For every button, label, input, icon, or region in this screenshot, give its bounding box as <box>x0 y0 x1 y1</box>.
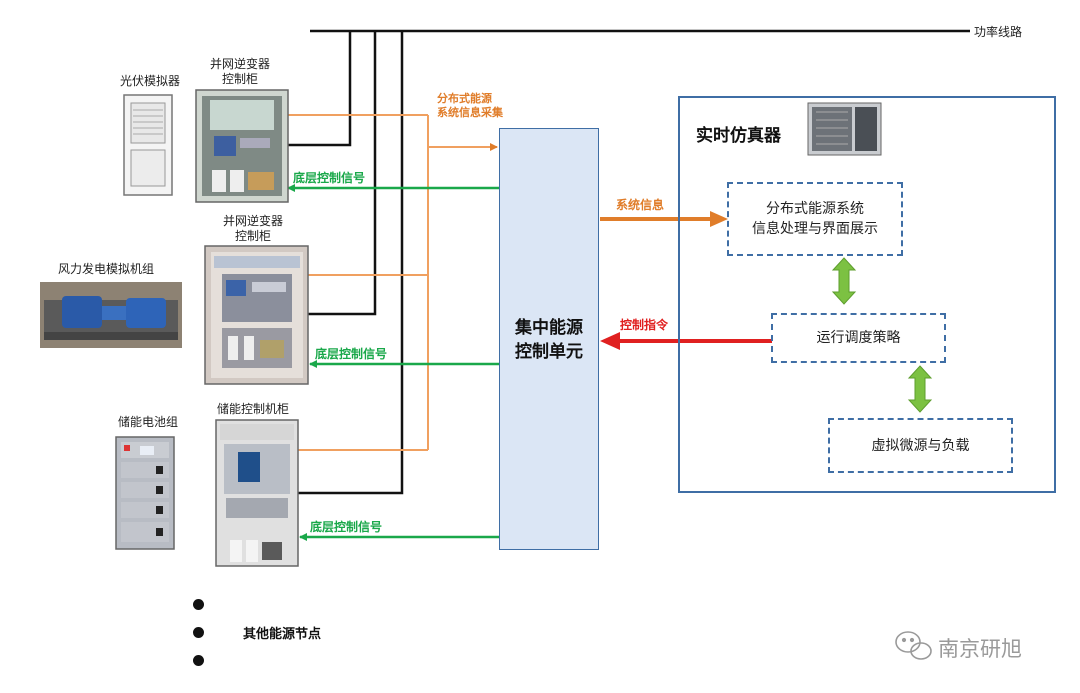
inverter-cabinet-2-label-line1: 并网逆变器 <box>222 214 283 228</box>
simulator-title: 实时仿真器 <box>696 126 781 146</box>
other-nodes-label: 其他能源节点 <box>243 627 322 642</box>
dispatch-strategy-box: 运行调度策略 <box>771 313 946 363</box>
central-unit-label: 集中能源 控制单元 <box>499 316 599 364</box>
bidirectional-arrow-2 <box>907 365 933 413</box>
dispatch-strategy-text: 运行调度策略 <box>816 330 901 346</box>
inverter-cabinet-2-label: 并网逆变器 控制柜 <box>213 214 293 244</box>
power-line-label: 功率线路 <box>974 25 1023 39</box>
simulator-hardware-image <box>807 102 882 156</box>
wechat-icon <box>895 631 932 660</box>
control-command-arrow <box>600 332 772 350</box>
collect-label-line2: 系统信息采集 <box>437 106 503 119</box>
storage-cabinet-label: 储能控制机柜 <box>217 402 290 416</box>
battery-label: 储能电池组 <box>118 415 179 429</box>
info-processing-box: 分布式能源系统 信息处理与界面展示 <box>727 182 903 256</box>
inverter-cabinet-1-label-line2: 控制柜 <box>221 72 258 86</box>
info-processing-line2: 信息处理与界面展示 <box>752 221 878 237</box>
inverter-cabinet-2-label-line2: 控制柜 <box>234 229 271 243</box>
power-drop-1 <box>288 31 352 147</box>
inverter-cabinet-2-image <box>204 245 309 385</box>
power-lines <box>288 29 970 495</box>
wind-unit-label: 风力发电模拟机组 <box>58 262 155 276</box>
central-control-unit <box>499 128 599 550</box>
virtual-source-load-text: 虚拟微源与负载 <box>871 437 970 454</box>
bidirectional-arrow-1 <box>831 257 857 305</box>
bullet-dot-1 <box>193 599 204 610</box>
bullet-dot-2 <box>193 627 204 638</box>
power-drop-2 <box>308 31 377 316</box>
inverter-cabinet-1-label-line1: 并网逆变器 <box>209 57 270 71</box>
collect-label-line1: 分布式能源 <box>437 92 492 105</box>
inverter-cabinet-1-image <box>195 89 289 203</box>
central-unit-label-line1: 集中能源 <box>515 318 583 338</box>
system-info-label: 系统信息 <box>616 198 665 212</box>
control-command-label: 控制指令 <box>620 318 669 332</box>
bottom-control-label-1: 底层控制信号 <box>293 171 366 185</box>
control-lines <box>287 184 499 541</box>
system-info-arrow <box>600 211 728 227</box>
bottom-control-label-2: 底层控制信号 <box>315 347 388 361</box>
info-processing-line1: 分布式能源系统 <box>766 201 864 217</box>
bullet-dot-3 <box>193 655 204 666</box>
pv-simulator-image <box>123 94 173 196</box>
pv-simulator-label: 光伏模拟器 <box>119 74 180 88</box>
collect-label: 分布式能源 系统信息采集 <box>437 92 503 120</box>
virtual-source-load-box: 虚拟微源与负载 <box>828 418 1013 473</box>
watermark-text: 南京研旭 <box>938 637 1022 661</box>
collect-lines <box>288 114 498 451</box>
central-unit-label-line2: 控制单元 <box>515 342 583 362</box>
power-drop-3 <box>298 31 404 495</box>
wind-unit-image <box>40 282 182 348</box>
info-processing-text: 分布式能源系统 信息处理与界面展示 <box>752 199 878 239</box>
storage-cabinet-image <box>215 419 299 567</box>
bottom-control-label-3: 底层控制信号 <box>310 520 383 534</box>
battery-image <box>115 436 175 550</box>
realtime-simulator-box <box>678 96 1056 493</box>
inverter-cabinet-1-label: 并网逆变器 控制柜 <box>200 57 280 87</box>
